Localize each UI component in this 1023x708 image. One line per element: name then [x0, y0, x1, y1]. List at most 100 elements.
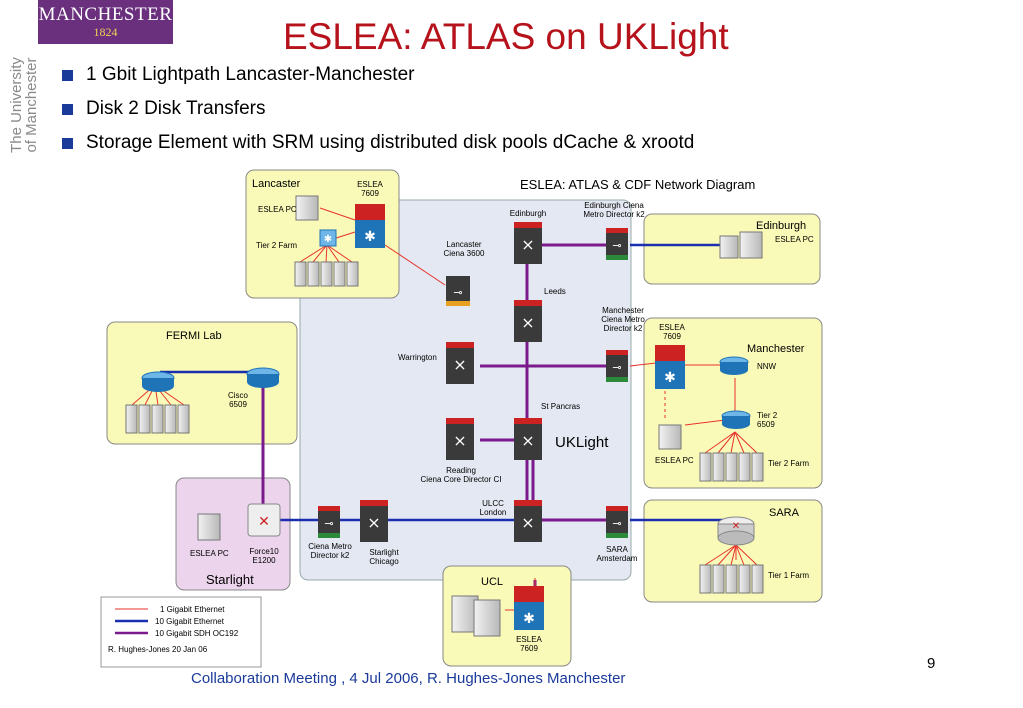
- label-line: E1200: [252, 556, 276, 565]
- svg-text:⊸: ⊸: [324, 518, 333, 530]
- page-number: 9: [927, 655, 936, 672]
- lancaster-label: Lancaster: [252, 178, 301, 190]
- label-line: Manchester: [602, 306, 644, 315]
- bullet-item: 1 Gbit Lightpath Lancaster-Manchester: [62, 63, 694, 97]
- footer-text: Collaboration Meeting , 4 Jul 2006, R. H…: [191, 670, 626, 687]
- label-line: Leeds: [544, 287, 566, 296]
- bullet-square-icon: [62, 70, 73, 81]
- edinburgh-pc-icon-2: [739, 231, 763, 259]
- st-pancras-switch-icon: ⨯: [514, 418, 542, 460]
- ucl-7609-icon: ✱: [514, 586, 544, 630]
- fermi-label: FERMI Lab: [166, 330, 222, 342]
- metro-boxes: ⊸ ⊸ ⊸ ⊸ ⊸: [318, 228, 628, 538]
- svg-text:⊸: ⊸: [453, 287, 462, 299]
- bullet-list: 1 Gbit Lightpath Lancaster-Manchester Di…: [62, 63, 694, 165]
- bullet-text: Disk 2 Disk Transfers: [86, 98, 266, 119]
- lancaster-farm-icon: [294, 261, 359, 287]
- bullet-item: Storage Element with SRM using distribut…: [62, 131, 694, 165]
- edinburgh-pc-label: ESLEA PC: [775, 235, 814, 244]
- label-line: Tier 1 Farm: [768, 571, 809, 580]
- manchester-farm-label: Tier 2 Farm: [768, 459, 809, 468]
- warrington-label: Warrington: [398, 353, 437, 362]
- lancaster-pc-icon: [295, 195, 319, 221]
- lancaster-7609-icon: ✱: [355, 204, 385, 248]
- svg-text:✱: ✱: [324, 234, 332, 245]
- label-line: Ciena Metro: [308, 542, 352, 551]
- nnw-label: NNW: [757, 362, 777, 371]
- lancaster-pc-label: ESLEA PC: [258, 205, 297, 214]
- bullet-square-icon: [62, 104, 73, 115]
- label-line: Tier 2: [757, 411, 778, 420]
- lancaster-ciena-icon: ⊸: [446, 276, 470, 306]
- server-farms: [125, 261, 764, 594]
- svg-text:⊸: ⊸: [612, 240, 621, 252]
- label-line: Starlight: [369, 548, 399, 557]
- sara-router-icon: ✕: [717, 516, 755, 546]
- edinburgh-node-label: Edinburgh: [510, 209, 546, 218]
- edinburgh-switch-icon: ⨯: [514, 222, 542, 264]
- fermi-router-icon: [141, 371, 175, 392]
- svg-text:✱: ✱: [364, 228, 376, 244]
- farm-fan-links: [131, 244, 758, 566]
- manchester-box: [643, 317, 823, 489]
- starlight-chicago-switch-icon: ⨯: [360, 500, 388, 542]
- manchester-pc-icon: [658, 424, 682, 450]
- svg-text:⨯: ⨯: [453, 357, 466, 374]
- sara-site-label: SARA: [769, 507, 800, 519]
- round-routers: ✕ ✱ ✕: [141, 229, 755, 546]
- label-line: Ciena Core Director CI: [421, 475, 502, 484]
- label-line: 7609: [520, 644, 538, 653]
- eslea-7609-routers: ✱ ✱ ✱: [355, 204, 685, 630]
- svg-text:⨯: ⨯: [521, 315, 534, 332]
- st-pancras-label: St Pancras: [541, 402, 580, 411]
- bullet-item: Disk 2 Disk Transfers: [62, 97, 694, 131]
- reading-switch-icon: ⨯: [446, 418, 474, 460]
- label-line: Director k2: [311, 551, 350, 560]
- university-logo: MANCHESTER 1824: [38, 0, 173, 44]
- sara-farm-icon: [699, 564, 764, 594]
- nnw-router-icon: [719, 356, 749, 375]
- lancaster-switch-icon: ✱: [319, 229, 337, 247]
- 1g-links: [319, 207, 737, 611]
- manchester-k2-icon: ⊸: [606, 350, 628, 382]
- label-line: NNW: [757, 362, 777, 371]
- manchester-pc-label: ESLEA PC: [655, 456, 694, 465]
- svg-text:⨯: ⨯: [521, 515, 534, 532]
- bullet-text: 1 Gbit Lightpath Lancaster-Manchester: [86, 64, 415, 85]
- starlight-pc-label: ESLEA PC: [190, 549, 229, 558]
- logo-name: MANCHESTER: [38, 4, 173, 25]
- svg-text:⨯: ⨯: [521, 237, 534, 254]
- label-line: ESLEA PC: [190, 549, 229, 558]
- label-line: St Pancras: [541, 402, 580, 411]
- bullet-square-icon: [62, 138, 73, 149]
- label-line: ESLEA PC: [655, 456, 694, 465]
- edinburgh-pc-icon-1: [719, 235, 739, 259]
- label-line: Lancaster: [446, 240, 481, 249]
- core-switches: ⨯ ⨯ ⨯ ⨯ ⨯ ⨯ ⨯: [360, 222, 542, 542]
- starlight-pc-icon: [197, 513, 221, 541]
- edinburgh-k2-icon: ⊸: [606, 228, 628, 260]
- fermi-farm-icon: [125, 404, 190, 434]
- svg-text:✕: ✕: [732, 521, 740, 532]
- label-line: Edinburgh: [510, 209, 546, 218]
- leeds-label: Leeds: [544, 287, 566, 296]
- svg-text:✱: ✱: [523, 610, 535, 626]
- label-line: SARA: [606, 545, 628, 554]
- label-line: ESLEA: [659, 323, 685, 332]
- label-line: 6509: [757, 420, 775, 429]
- label-line: 6509: [229, 400, 247, 409]
- label-line: Tier 2 Farm: [768, 459, 809, 468]
- label-line: 7609: [663, 332, 681, 341]
- edinburgh-site-label: Edinburgh: [756, 220, 806, 232]
- label-line: Amsterdam: [597, 554, 638, 563]
- svg-text:⨯: ⨯: [453, 433, 466, 450]
